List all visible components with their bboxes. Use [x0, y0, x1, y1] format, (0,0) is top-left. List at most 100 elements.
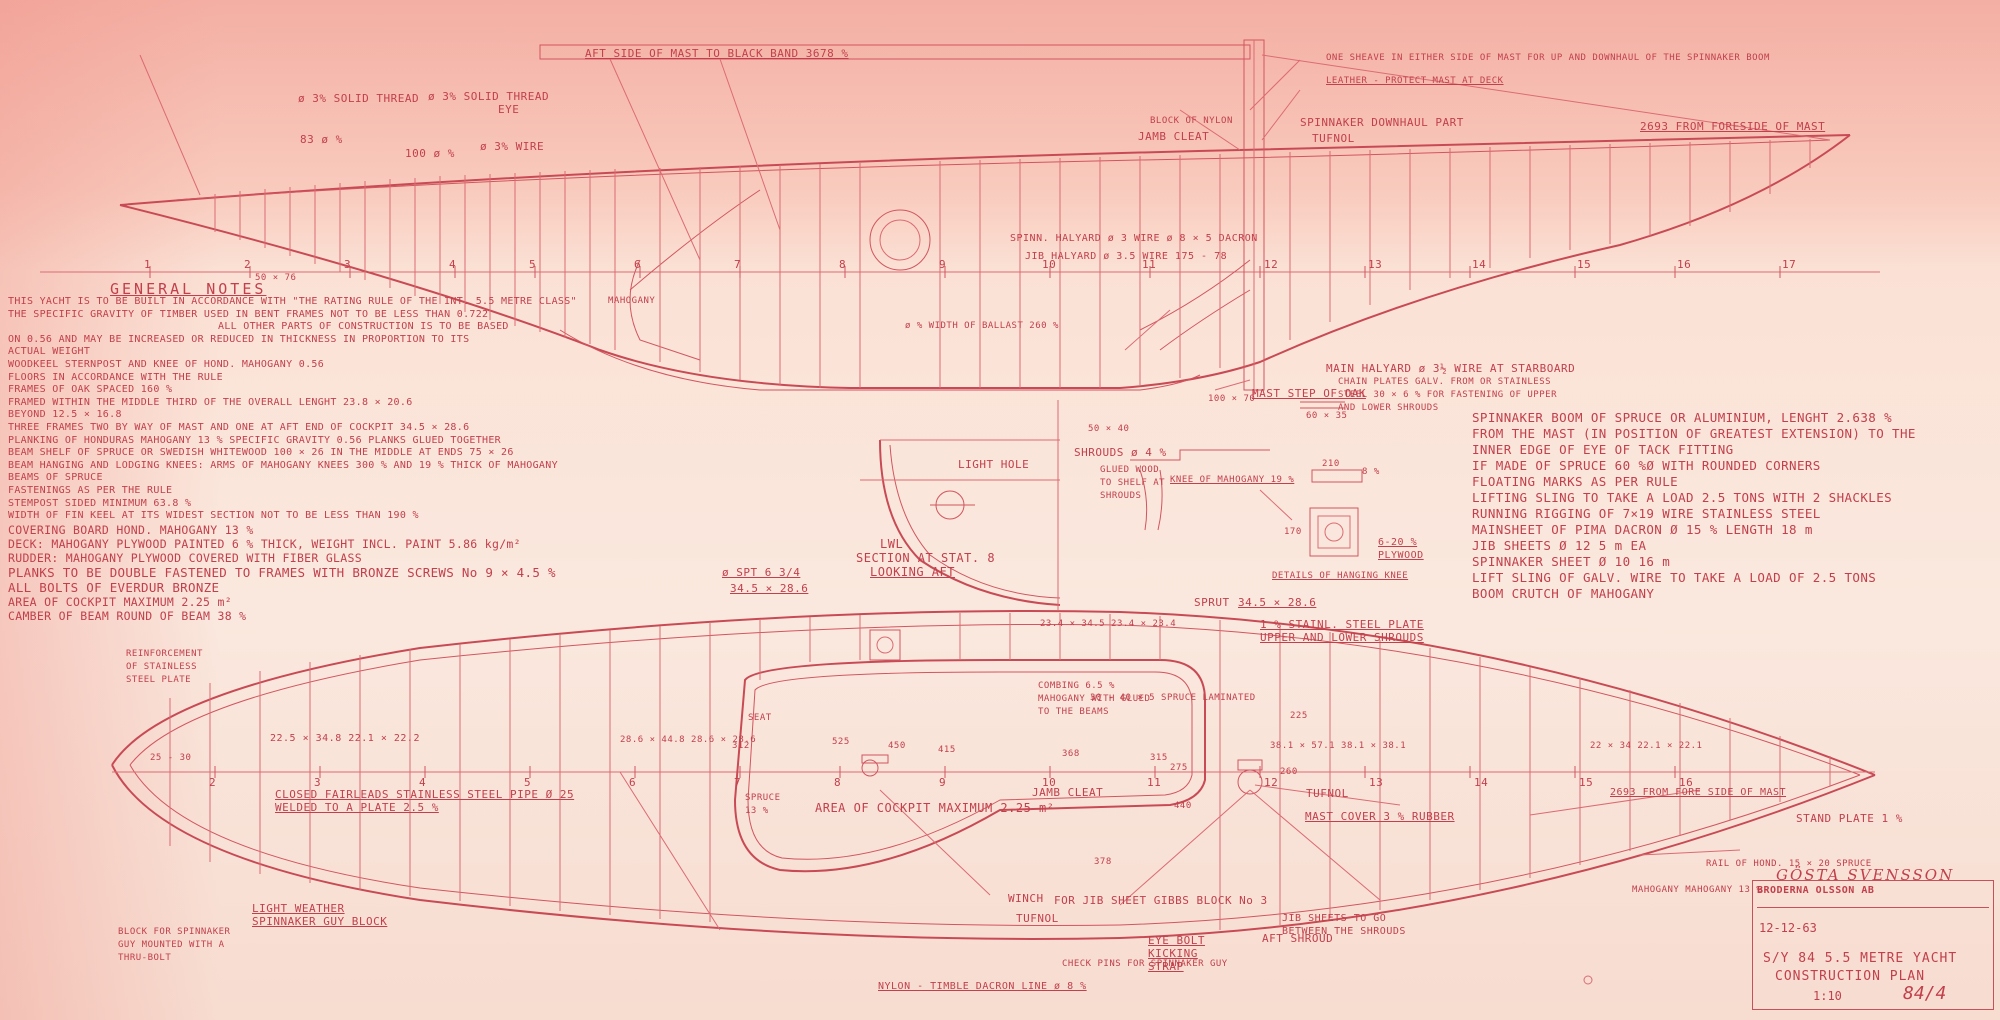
- label-details-knee: DETAILS OF HANGING KNEE: [1272, 571, 1409, 581]
- title-block: BRÖDERNA OLSSON AB 12-12-63 S/Y 84 5.5 M…: [1752, 880, 1994, 1010]
- leader-lines: [879, 59, 1741, 896]
- deck-station-3: 3: [314, 776, 322, 789]
- designer-signature: GÖSTA SVENSSON: [1776, 866, 1955, 884]
- label-shrouds: SHROUDS ø 4 %: [1074, 446, 1167, 459]
- rigging-note: MAINSHEET OF PIMA DACRON Ø 15 % LENGTH 1…: [1472, 522, 1813, 537]
- label-dim-22-5: 22.5 × 34.8 22.1 × 22.2: [270, 733, 420, 744]
- general-note: FLOORS IN ACCORDANCE WITH THE RULE: [8, 371, 223, 383]
- label-winch: WINCH: [1008, 892, 1044, 905]
- measure-225: 225: [1290, 711, 1308, 721]
- title-block-design: S/Y 84 5.5 METRE YACHT: [1763, 951, 1958, 966]
- general-note: DECK: MAHOGANY PLYWOOD PAINTED 6 % THICK…: [8, 536, 521, 551]
- profile-hull-bottom: [119, 134, 1851, 389]
- label-deck-tufnol: TUFNOL: [1306, 787, 1349, 800]
- deck-station-5: 5: [524, 776, 532, 789]
- rigging-note: FLOATING MARKS AS PER RULE: [1472, 474, 1679, 489]
- label-tufnol: TUFNOL: [1312, 132, 1355, 145]
- general-note: WIDTH OF FIN KEEL AT ITS WIDEST SECTION …: [8, 510, 419, 522]
- label-dim-100-70: 100 × 70: [1208, 394, 1256, 404]
- profile-station-11: 11: [1142, 258, 1157, 271]
- label-dim-83: 83 ø %: [300, 133, 343, 146]
- general-note: PLANKS TO BE DOUBLE FASTENED TO FRAMES W…: [8, 564, 556, 580]
- hanging-knee-detail: [1130, 401, 1363, 557]
- deck-outline-upper: [111, 610, 1876, 776]
- label-rail: RAIL OF HOND. 15 × 20 SPRUCE: [1706, 859, 1872, 869]
- profile-sheer-line: [119, 134, 1851, 206]
- rigging-note: BOOM CRUTCH OF MAHOGANY: [1472, 586, 1655, 601]
- label-light-weather: LIGHT WEATHER SPINNAKER GUY BLOCK: [252, 902, 388, 928]
- label-plywood: 6-20 % PLYWOOD: [1378, 537, 1424, 561]
- label-dim-23-4: 23.4 × 34.5 23.4 × 23.4: [1040, 619, 1177, 629]
- label-spinn-halyard: SPINN. HALYARD ø 3 WIRE ø 8 × 5 DACRON: [1010, 233, 1258, 244]
- profile-station-13: 13: [1368, 258, 1383, 271]
- general-note: THIS YACHT IS TO BE BUILT IN ACCORDANCE …: [8, 296, 577, 307]
- rigging-note: SPINNAKER BOOM OF SPRUCE OR ALUMINIUM, L…: [1472, 410, 1893, 425]
- profile-boom: [539, 44, 1251, 60]
- profile-station-4: 4: [449, 258, 457, 271]
- general-note: THE SPECIFIC GRAVITY OF TIMBER USED IN B…: [8, 308, 489, 320]
- label-dim-50-40: 50 × 40: [1088, 424, 1130, 434]
- label-stand-plate: STAND PLATE 1 %: [1796, 812, 1903, 825]
- rigging-notes: SPINNAKER BOOM OF SPRUCE OR ALUMINIUM, L…: [1472, 410, 1992, 602]
- title-block-sheet-title: CONSTRUCTION PLAN: [1775, 969, 1926, 984]
- deck-station-14: 14: [1474, 776, 1489, 789]
- profile-view: [40, 39, 1880, 395]
- profile-station-1: 1: [144, 258, 152, 271]
- profile-station-17: 17: [1782, 258, 1797, 271]
- profile-forestay: [1261, 54, 1831, 141]
- rigging-note: FROM THE MAST (IN POSITION OF GREATEST E…: [1472, 426, 1916, 441]
- label-light-hole: LIGHT HOLE: [958, 458, 1030, 471]
- general-note: BEAMS OF SPRUCE: [8, 472, 103, 484]
- general-note: BEYOND 12.5 × 16.8: [8, 409, 122, 421]
- label-block-nylon: BLOCK OF NYLON: [1150, 116, 1233, 126]
- label-knee: KNEE OF MAHOGANY 19 %: [1170, 475, 1295, 485]
- cockpit-outline: [733, 659, 1206, 873]
- title-block-number: 84/4: [1903, 983, 1947, 1004]
- profile-station-ticks: [149, 266, 1781, 278]
- profile-station-3: 3: [344, 258, 352, 271]
- measure-525: 525: [832, 737, 850, 747]
- general-note: STEMPOST SIDED MINIMUM 63.8 %: [8, 497, 192, 509]
- general-note: CAMBER OF BEAM ROUND OF BEAM 38 %: [8, 608, 247, 623]
- label-eye: EYE: [498, 103, 520, 116]
- label-dim-170: 170: [1284, 527, 1302, 537]
- label-deck-dim-345: 34.5 × 28.6: [1238, 596, 1317, 609]
- deck-winch: [861, 759, 879, 777]
- label-dim-28-6: 28.6 × 44.8 28.6 × 28.6: [620, 735, 757, 745]
- label-stern-plate: REINFORCEMENT OF STAINLESS STEEL PLATE: [126, 649, 203, 685]
- profile-deck-line: [174, 139, 1831, 201]
- label-spruce-13: SPRUCE 13 %: [745, 793, 781, 816]
- label-mahogany-rail: MAHOGANY MAHOGANY 13 %: [1632, 885, 1763, 895]
- general-note: AREA OF COCKPIT MAXIMUM 2.25 m²: [8, 594, 232, 609]
- general-notes: THIS YACHT IS TO BE BUILT IN ACCORDANCE …: [8, 296, 577, 623]
- profile-fin: [629, 259, 701, 361]
- label-dim-25-30: 25 - 30: [150, 753, 192, 763]
- label-spinnaker-downhaul: SPINNAKER DOWNHAUL PART: [1300, 116, 1464, 129]
- label-dim-22: 22 × 34 22.1 × 22.1: [1590, 741, 1703, 751]
- profile-station-14: 14: [1472, 258, 1487, 271]
- label-sprut: SPRUT: [1194, 596, 1230, 609]
- rigging-note: LIFTING SLING TO TAKE A LOAD 2.5 TONS WI…: [1472, 490, 1893, 505]
- deck-plan-view: [111, 610, 1876, 940]
- label-jib-sheets-between: JIB SHEETS TO GO BETWEEN THE SHROUDS: [1282, 913, 1406, 937]
- profile-knee: [629, 189, 761, 291]
- measure-415: 415: [938, 745, 956, 755]
- profile-station-9: 9: [939, 258, 947, 271]
- rigging-note: SPINNAKER SHEET Ø 10 16 m: [1472, 554, 1671, 569]
- label-mast-cover: MAST COVER 3 % RUBBER: [1305, 810, 1455, 823]
- label-lwl: LWL: [880, 537, 904, 551]
- general-note: RUDDER: MAHOGANY PLYWOOD COVERED WITH FI…: [8, 550, 362, 565]
- general-note: FASTENINGS AS PER THE RULE: [8, 484, 173, 496]
- label-block-guy: BLOCK FOR SPINNAKER GUY MOUNTED WITH A T…: [118, 927, 231, 963]
- rigging-note: INNER EDGE OF EYE OF TACK FITTING: [1472, 442, 1734, 457]
- measure-440: 440: [1174, 801, 1192, 811]
- label-eye-bolt: EYE BOLT KICKING STRAP: [1148, 934, 1205, 973]
- label-section-title: SECTION AT STAT. 8: [856, 551, 996, 565]
- profile-backstay: [139, 54, 201, 196]
- label-ballast-width: ø % WIDTH OF BALLAST 260 %: [905, 321, 1059, 331]
- section-view: [860, 400, 1061, 610]
- deck-beams: [169, 613, 1831, 930]
- label-nylon-line: NYLON - TIMBLE DACRON LINE ø 8 %: [878, 981, 1087, 992]
- general-note: WOODKEEL STERNPOST AND KNEE OF HOND. MAH…: [8, 358, 325, 370]
